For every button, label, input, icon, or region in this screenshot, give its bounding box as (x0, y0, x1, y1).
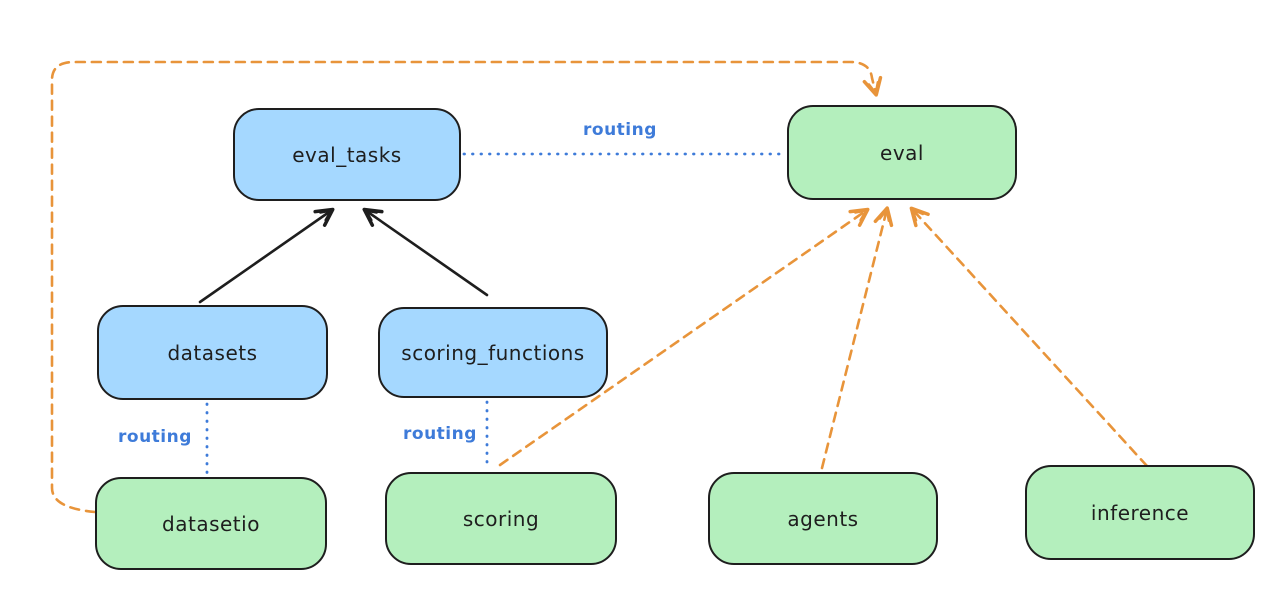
edge-datasets-to-eval-tasks (198, 207, 335, 304)
edge-agents-to-eval (820, 206, 894, 470)
routing-label-eval-tasks-eval: routing (583, 120, 657, 140)
routing-label-scoring-functions-scoring: routing (403, 424, 477, 444)
node-inference-label: inference (1090, 500, 1190, 525)
node-datasetio-label: datasetio (162, 511, 260, 536)
node-scoring: scoring (385, 472, 617, 565)
node-agents: agents (708, 472, 938, 565)
node-eval-label: eval (880, 140, 924, 165)
node-scoring-label: scoring (462, 506, 540, 531)
node-datasets-label: datasets (167, 340, 258, 365)
node-scoring-functions: scoring_functions (378, 307, 608, 398)
node-eval: eval (787, 105, 1017, 200)
node-eval-tasks-label: eval_tasks (292, 142, 402, 167)
node-datasets: datasets (97, 305, 328, 400)
node-datasetio: datasetio (95, 477, 327, 570)
node-eval-tasks: eval_tasks (233, 108, 461, 201)
edge-scoring-functions-to-eval-tasks (362, 207, 489, 297)
node-inference: inference (1025, 465, 1255, 560)
node-scoring-functions-label: scoring_functions (401, 340, 585, 365)
routing-label-datasets-datasetio: routing (118, 427, 192, 447)
node-agents-label: agents (787, 506, 859, 531)
edge-inference-to-eval (909, 206, 1149, 468)
